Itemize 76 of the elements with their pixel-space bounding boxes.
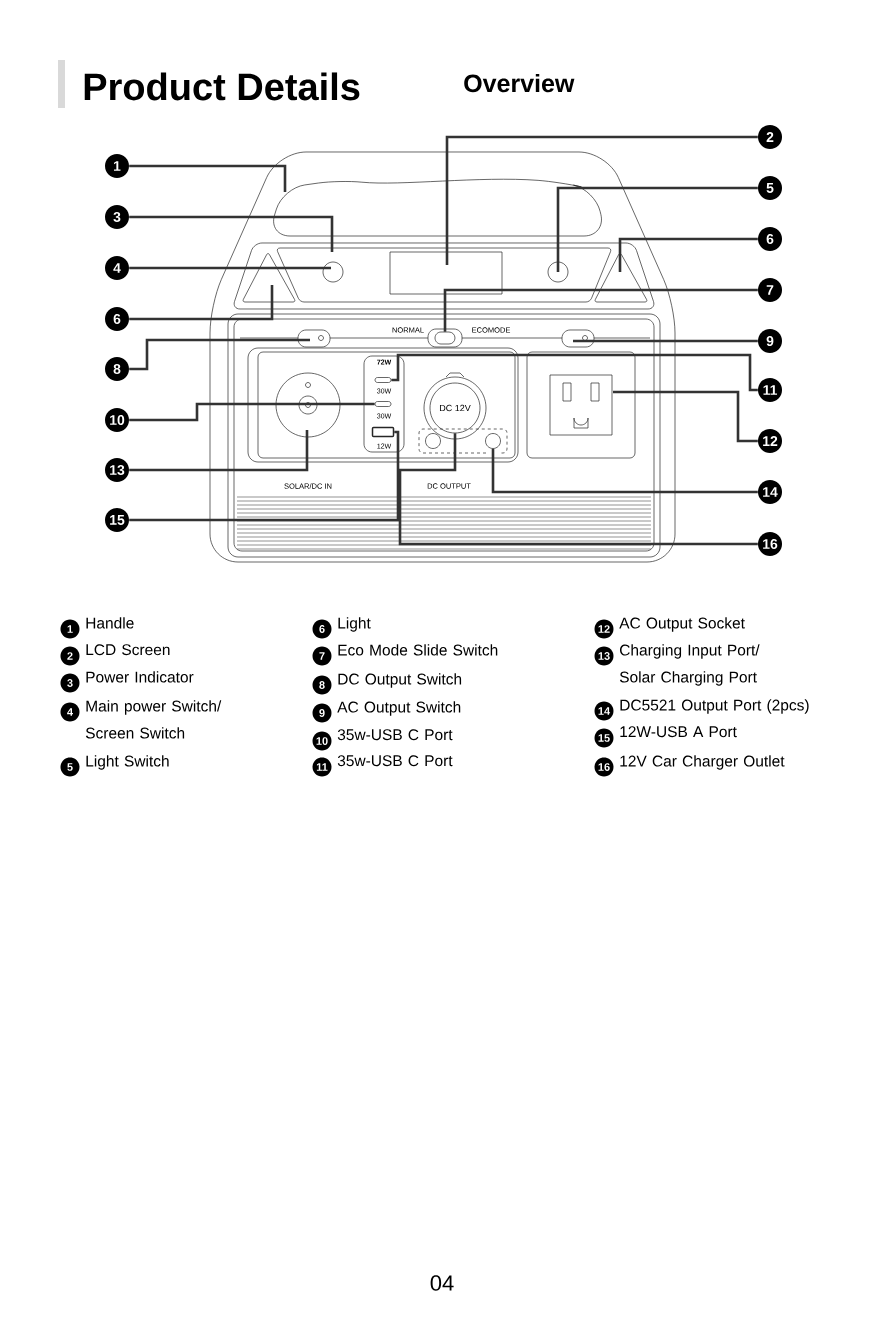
- callout-number: 6: [758, 227, 782, 251]
- callout-number: 2: [60, 646, 80, 666]
- item-text: Light Switch: [86, 755, 169, 770]
- callout-number: 14: [758, 480, 782, 504]
- callout-number: 2: [758, 125, 782, 149]
- callout-number: 4: [60, 702, 80, 722]
- callout-number: 10: [105, 408, 129, 432]
- item-text: 12W-USB A Port: [620, 726, 737, 738]
- callout-number: 6: [312, 619, 332, 639]
- item-text: Power Indicator: [86, 671, 194, 683]
- leader-line: [573, 339, 758, 343]
- callout-number: 8: [312, 675, 332, 695]
- dc-port: [485, 433, 501, 449]
- usb-port: [371, 426, 395, 438]
- leader-line: [398, 433, 758, 546]
- leader-line: [491, 448, 758, 494]
- callout-number: 5: [60, 757, 80, 777]
- item-text: Handle: [86, 617, 134, 629]
- item-text: Eco Mode Slide Switch: [338, 644, 498, 656]
- item-text: Charging Input Port/ Solar Charging Port: [619, 644, 760, 686]
- leader-line: [618, 237, 758, 272]
- leader-line: [129, 285, 274, 321]
- leader-line: [129, 338, 310, 371]
- outlet: DC 12V: [429, 382, 481, 434]
- callout-number: 15: [105, 508, 129, 532]
- callout-number: 7: [758, 278, 782, 302]
- callout-number: 9: [758, 329, 782, 353]
- callout-number: 14: [594, 701, 614, 721]
- item-text: Main power Switch/ Screen Switch: [85, 700, 222, 739]
- item-text: DC Output Switch: [338, 673, 462, 688]
- callout-number: 13: [105, 458, 129, 482]
- callout-number: 12: [594, 619, 614, 639]
- callout-number: 7: [312, 646, 332, 666]
- callout-number: 11: [758, 378, 782, 402]
- item-text: 12V Car Charger Outlet: [620, 755, 785, 770]
- callout-number: 9: [312, 703, 332, 723]
- leader-line: [613, 390, 758, 443]
- title: Product Details: [84, 72, 360, 101]
- callout-number: 4: [105, 256, 129, 280]
- leader-line: [129, 430, 309, 472]
- callout-number: 5: [758, 176, 782, 200]
- leader-line: [129, 164, 287, 192]
- leader-line: [445, 135, 758, 265]
- subtitle: Overview: [464, 73, 575, 93]
- callout-number: 15: [594, 728, 614, 748]
- slide-switch: [434, 331, 456, 345]
- item-text: AC Output Socket: [619, 617, 745, 632]
- callout-number: 3: [60, 673, 80, 693]
- callout-number: 6: [105, 307, 129, 331]
- item-text: 35w-USB C Port: [337, 755, 453, 767]
- leader-line: [129, 430, 400, 522]
- callout-number: 16: [758, 532, 782, 556]
- item-text: AC Output Switch: [337, 701, 461, 716]
- leader-line: [129, 402, 375, 422]
- leader-line: [129, 215, 334, 252]
- callout-number: 11: [312, 757, 332, 777]
- callout-number: 1: [60, 619, 80, 639]
- callout-number: 10: [312, 731, 332, 751]
- callout-number: 13: [594, 646, 614, 666]
- item-text: DC5521 Output Port (2pcs): [620, 699, 809, 714]
- item-text: LCD Screen: [86, 644, 170, 656]
- callout-number: 3: [105, 205, 129, 229]
- leader-line: [556, 186, 758, 272]
- leader-line: [443, 288, 758, 332]
- dc-port: [425, 433, 441, 449]
- callout-number: 8: [105, 357, 129, 381]
- usb-port: [374, 377, 392, 383]
- leader-line: [129, 266, 331, 270]
- callout-number: 12: [758, 429, 782, 453]
- item-text: Light: [338, 617, 371, 632]
- usb-port: [374, 401, 392, 407]
- item-text: 35w-USB C Port: [337, 729, 453, 741]
- callout-number: 1: [105, 154, 129, 178]
- leader-line: [391, 353, 758, 392]
- page-number: 04: [430, 1275, 454, 1291]
- callout-number: 16: [594, 757, 614, 777]
